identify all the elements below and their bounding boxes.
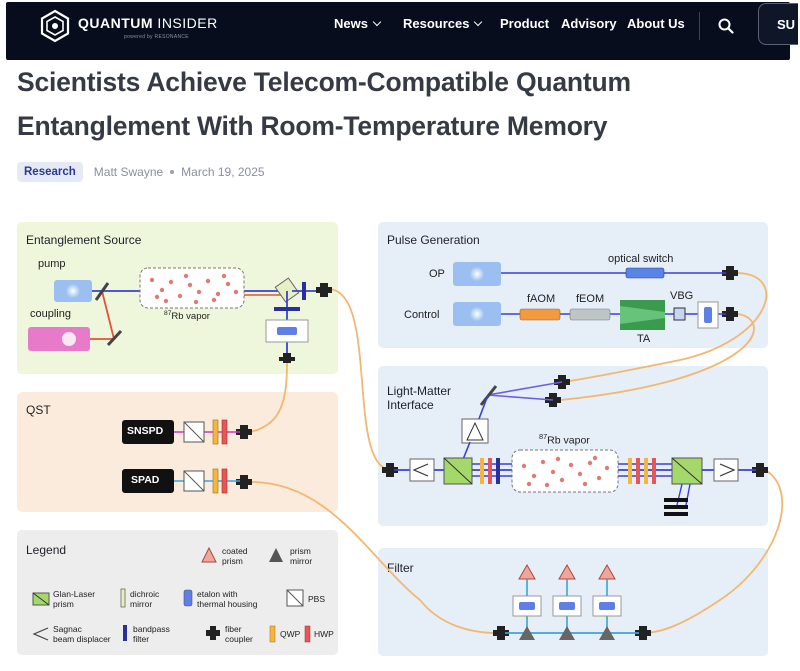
- article-title: Scientists Achieve Telecom-Compatible Qu…: [17, 67, 631, 141]
- spad-detector: [122, 469, 174, 493]
- top-navbar: QUANTUM INSIDER powered by RESONANCE New…: [6, 2, 798, 60]
- rb-vapor-cell-1: [139, 267, 245, 309]
- label-spad: SPAD: [131, 474, 160, 486]
- label-coupling: coupling: [30, 308, 71, 320]
- optical-switch: [625, 267, 665, 279]
- label-entanglement-source: Entanglement Source: [26, 233, 142, 247]
- fiber-lines: [247, 272, 784, 634]
- label-vbg: VBG: [670, 290, 694, 302]
- panel-legend: [17, 530, 338, 655]
- label-pump: pump: [38, 258, 66, 270]
- rb-vapor-cell-2: [511, 449, 619, 493]
- meta-separator: [170, 170, 175, 174]
- legend-sagnac: Sagnac beam displacer: [53, 624, 111, 644]
- legend-glan-laser: Glan-Laser prism: [53, 589, 96, 609]
- legend-hwp: HWP: [314, 629, 334, 639]
- legend-icons: [32, 546, 311, 643]
- label-ta: TA: [637, 333, 651, 345]
- nav-news[interactable]: News: [334, 16, 382, 31]
- rb-atoms-2: [521, 455, 610, 488]
- quantum-insider-logo-icon[interactable]: [38, 9, 72, 43]
- label-rb-vapor-1: 87Rb vapor: [164, 310, 210, 323]
- nav-resources[interactable]: Resources: [403, 16, 483, 31]
- vbg: [673, 307, 686, 321]
- legend-qwp: QWP: [280, 629, 301, 639]
- nav-divider: [699, 12, 700, 40]
- author-name[interactable]: Matt Swayne: [93, 165, 164, 179]
- article-meta: Research Matt Swayne March 19, 2025: [17, 162, 265, 182]
- label-optical-switch: optical switch: [608, 253, 674, 265]
- brand-name[interactable]: QUANTUM INSIDER: [78, 15, 218, 31]
- category-badge[interactable]: Research: [17, 162, 83, 182]
- mirror-1: [106, 329, 123, 347]
- legend-fiber-coupler: fiber coupler: [225, 624, 253, 644]
- label-legend: Legend: [26, 543, 67, 557]
- legend-coated-prism: coated prism: [222, 546, 248, 566]
- legend-bandpass: bandpass filter: [133, 624, 170, 644]
- label-qst: QST: [26, 403, 51, 417]
- beam-dump: [664, 498, 688, 516]
- label-snspd: SNSPD: [127, 425, 164, 437]
- panel-light-matter-interface: [378, 366, 768, 526]
- bandpass-filter-1: [302, 282, 306, 300]
- publish-date: March 19, 2025: [181, 165, 265, 179]
- nav-advisory[interactable]: Advisory: [561, 16, 617, 31]
- nav-product[interactable]: Product: [500, 16, 550, 31]
- label-rb-vapor-2: 87Rb vapor: [539, 432, 590, 447]
- label-control: Control: [404, 309, 440, 321]
- dichroic-mirror-2: [274, 277, 300, 303]
- faom: [519, 308, 561, 321]
- label-faom: fAOM: [527, 293, 556, 305]
- label-filter: Filter: [387, 561, 414, 575]
- brand-subtitle: powered by RESONANCE: [124, 34, 189, 40]
- subscribe-button[interactable]: SU: [758, 3, 798, 45]
- fiber-couplers: [236, 266, 768, 640]
- panel-qst: [17, 392, 338, 512]
- label-feom: fEOM: [576, 293, 605, 305]
- nav-about-us[interactable]: About Us: [627, 16, 685, 31]
- legend-pbs: PBS: [308, 594, 326, 604]
- legend-prism-mirror: prism mirror: [290, 546, 313, 566]
- filter-stages: [512, 563, 622, 640]
- search-icon[interactable]: [718, 18, 734, 34]
- coupling-laser: [28, 327, 90, 351]
- rb-atoms-1: [149, 273, 239, 305]
- label-pulse-generation: Pulse Generation: [387, 233, 480, 247]
- dichroic-mirror-1: [94, 282, 110, 301]
- snspd-detector: [122, 420, 174, 444]
- bandpass-filter-2: [274, 307, 300, 311]
- legend-etalon: etalon with thermal housing: [197, 589, 258, 609]
- feom: [569, 308, 611, 321]
- label-op: OP: [429, 268, 445, 280]
- legend-dichroic: dichroic mirror: [130, 589, 160, 609]
